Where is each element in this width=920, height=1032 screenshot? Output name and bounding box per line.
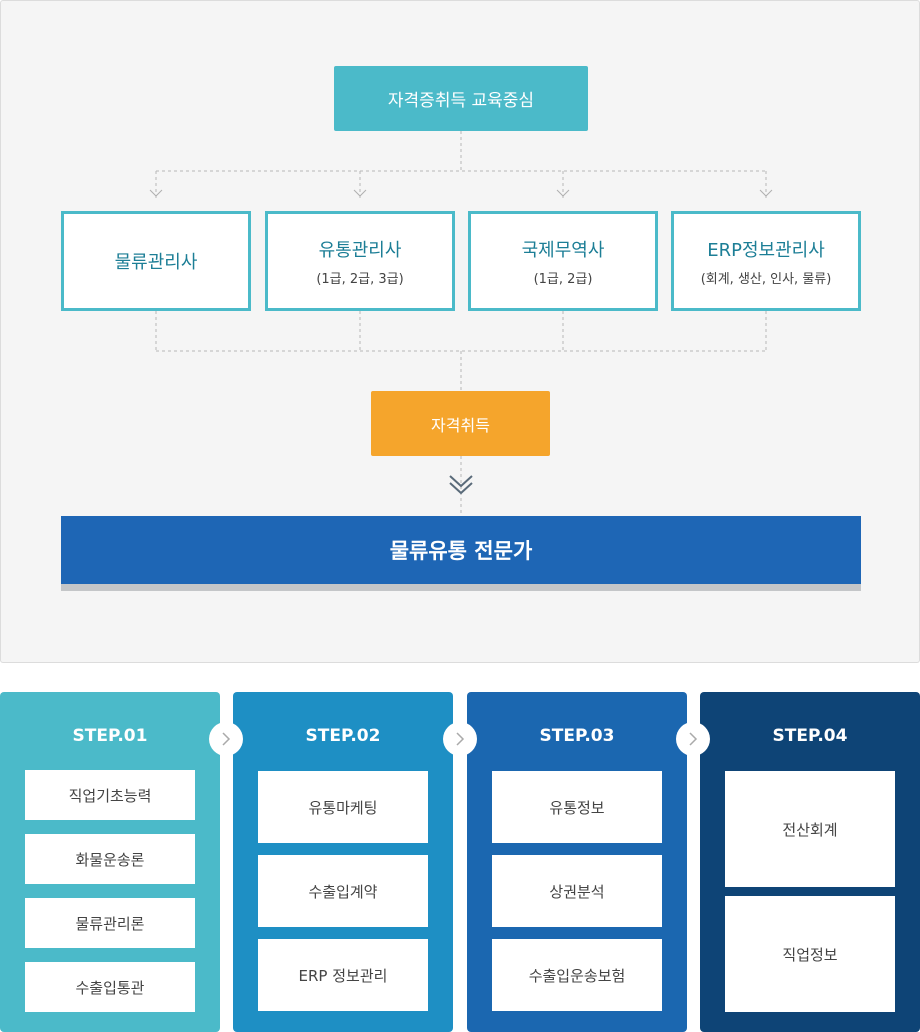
step-arrow	[443, 722, 477, 756]
cert-title: 국제무역사	[521, 239, 605, 261]
step-03-panel: STEP.03 유통정보 상권분석 수출입운송보험	[467, 692, 687, 1032]
education-focus-label: 자격증취득 교육중심	[387, 91, 535, 111]
step-arrow	[676, 722, 710, 756]
cert-levels: (1급, 2급)	[533, 271, 593, 287]
step-title: STEP.02	[305, 726, 381, 746]
cert-international-trade: 국제무역사 (1급, 2급)	[468, 211, 658, 311]
chevron-right-icon	[222, 732, 231, 746]
chevron-down-icon	[149, 189, 163, 197]
cert-distribution-manager: 유통관리사 (1급, 2급, 3급)	[265, 211, 455, 311]
step-arrow	[209, 722, 243, 756]
step-item: 수출입운송보험	[492, 939, 662, 1011]
step-item: 직업정보	[725, 896, 895, 1012]
step-title: STEP.01	[72, 726, 148, 746]
step-item: 전산회계	[725, 771, 895, 887]
acquire-label: 자격취득	[431, 415, 490, 435]
cert-title: ERP정보관리사	[707, 239, 825, 261]
chevron-right-icon	[456, 732, 465, 746]
flow-diagram-panel: 자격증취득 교육중심 물류관리사 유통관리사 (1급, 2급, 3급) 국제무역…	[0, 0, 920, 663]
step-item: 물류관리론	[25, 898, 195, 948]
step-title: STEP.04	[772, 726, 848, 746]
chevron-right-icon	[689, 732, 698, 746]
cert-levels: (1급, 2급, 3급)	[316, 271, 404, 287]
step-item: 유통마케팅	[258, 771, 428, 843]
step-item: 수출입계약	[258, 855, 428, 927]
chevron-down-icon	[759, 189, 773, 197]
chevron-down-icon	[353, 189, 367, 197]
chevron-down-icon	[556, 189, 570, 197]
cert-title: 유통관리사	[318, 239, 402, 261]
cert-erp-info-manager: ERP정보관리사 (회계, 생산, 인사, 물류)	[671, 211, 861, 311]
step-item: 직업기초능력	[25, 770, 195, 820]
step-title: STEP.03	[539, 726, 615, 746]
step-04-panel: STEP.04 전산회계 직업정보	[700, 692, 920, 1032]
education-focus-node: 자격증취득 교육중심	[334, 66, 588, 131]
double-chevron-down-icon	[449, 475, 473, 495]
step-item: 수출입통관	[25, 962, 195, 1012]
step-item: 상권분석	[492, 855, 662, 927]
expert-label: 물류유통 전문가	[389, 539, 533, 563]
step-02-panel: STEP.02 유통마케팅 수출입계약 ERP 정보관리	[233, 692, 453, 1032]
step-01-panel: STEP.01 직업기초능력 화물운송론 물류관리론 수출입통관	[0, 692, 220, 1032]
connector-lines	[149, 131, 773, 516]
cert-title: 물류관리사	[114, 252, 198, 273]
step-item: 화물운송론	[25, 834, 195, 884]
cert-logistics-manager: 물류관리사	[61, 211, 251, 311]
cert-levels: (회계, 생산, 인사, 물류)	[700, 271, 832, 287]
acquire-node: 자격취득	[371, 391, 550, 456]
expert-node: 물류유통 전문가	[61, 516, 861, 591]
step-item: ERP 정보관리	[258, 939, 428, 1011]
step-item: 유통정보	[492, 771, 662, 843]
